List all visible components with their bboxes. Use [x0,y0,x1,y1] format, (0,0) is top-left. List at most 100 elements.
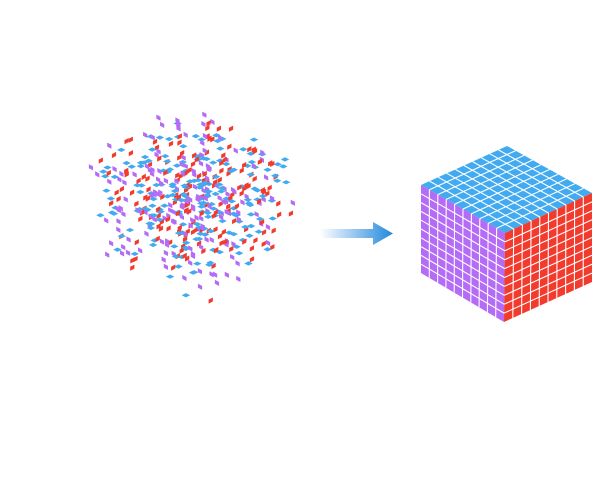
scattered-piece-top [250,186,259,191]
scattered-piece-top [209,206,218,211]
scattered-piece-top [218,218,227,224]
scattered-piece-right [246,183,251,190]
scattered-piece-left [116,206,121,213]
scattered-piece-right [129,189,135,196]
scattered-piece-right [217,176,222,184]
scattered-piece-top [267,198,277,203]
scattered-piece-left [200,139,205,146]
scattered-piece-left [156,114,161,121]
scattered-piece-left [221,198,226,206]
scattered-piece-left [191,168,196,175]
scattered-piece-right [187,208,192,215]
scattered-piece-top [229,232,238,237]
scattered-piece-left [225,191,230,198]
scattered-piece-right [141,173,146,180]
scattered-piece-right [136,177,141,184]
scattered-piece-top [195,185,204,190]
scattered-piece-top [106,196,116,201]
scattered-piece-top [272,178,282,183]
scattered-piece-right [152,138,158,145]
scattered-piece-top [216,146,225,151]
scattered-piece-right [98,157,103,164]
cube-grid-lines [420,149,593,319]
scattered-piece-top [196,231,205,236]
scattered-piece-left [176,125,181,132]
scattered-piece-left [204,236,209,243]
scattered-piece-top [197,137,206,142]
scattered-piece-top [200,232,210,237]
scattered-piece-left [104,217,109,224]
scattered-piece-left [179,161,184,168]
scattered-piece-left [123,196,128,203]
scattered-piece-left [219,213,224,221]
scattered-piece-left [107,142,112,149]
scattered-piece-left [168,202,173,209]
scattered-piece-right [160,193,165,201]
scattered-piece-left [209,271,214,278]
scattered-piece-top [215,182,224,187]
scattered-piece-left [88,164,94,171]
scattered-piece-right [271,227,276,234]
scattered-piece-left [265,223,271,231]
scattered-piece-left [188,222,193,229]
scattered-piece-top [227,199,237,204]
scattered-piece-right [158,225,164,232]
scattered-piece-top [144,158,153,163]
scattered-piece-right [288,210,294,217]
scattered-piece-left [190,217,195,224]
scattered-piece-right [208,297,213,304]
scattered-piece-left [174,178,179,185]
scattered-piece-top [163,159,172,164]
scattered-piece-left [148,213,153,220]
scattered-piece-right [206,120,211,127]
scattered-piece-left [152,216,157,223]
scattered-piece-right [247,146,252,153]
scattered-piece-top [212,133,221,138]
scattered-piece-left [119,170,124,177]
scattered-piece-left [185,198,190,205]
scattered-piece-top [100,174,110,179]
scattered-piece-right [237,184,242,191]
scattered-piece-left [179,213,184,221]
scattered-piece-left [240,199,245,206]
scattered-piece-right [130,257,135,264]
scattered-piece-top [182,240,191,245]
scattered-piece-left [168,207,173,214]
scattered-piece-top [168,192,178,198]
scattered-piece-left [236,209,241,216]
scattered-piece-left [158,180,164,187]
scattered-piece-top [155,135,165,140]
scattered-piece-right [157,155,162,162]
scattered-piece-top [226,168,236,174]
scattered-piece-top [243,163,252,168]
scattered-piece-right [257,158,262,165]
scattered-piece-left [150,166,155,173]
scattered-piece-right [239,167,244,174]
scattered-piece-right [213,247,219,254]
scattered-piece-right [116,195,121,203]
scattered-piece-right [109,200,114,207]
scattered-piece-left [260,149,265,156]
scattered-piece-right [207,135,212,142]
scattered-piece-right [261,240,266,247]
scattered-piece-right [242,161,247,169]
scattered-piece-top [263,247,272,252]
scattered-piece-top [174,230,184,236]
scattered-piece-left [214,279,220,286]
scattered-piece-top [191,134,200,139]
scattered-piece-left [200,225,205,232]
scattered-piece-top [110,174,119,180]
scattered-piece-right [175,172,180,179]
scattered-piece-left [202,133,208,140]
scattered-piece-top [273,162,282,167]
scattered-piece-left [254,211,259,218]
scattered-piece-right [177,224,182,231]
scattered-piece-top [193,261,202,266]
scattered-piece-right [143,194,148,201]
scattered-piece-top [194,177,203,183]
scattered-piece-left [190,252,195,259]
scattered-piece-right [226,203,231,210]
scattered-piece-right [252,148,258,155]
scattered-piece-right [242,238,247,245]
